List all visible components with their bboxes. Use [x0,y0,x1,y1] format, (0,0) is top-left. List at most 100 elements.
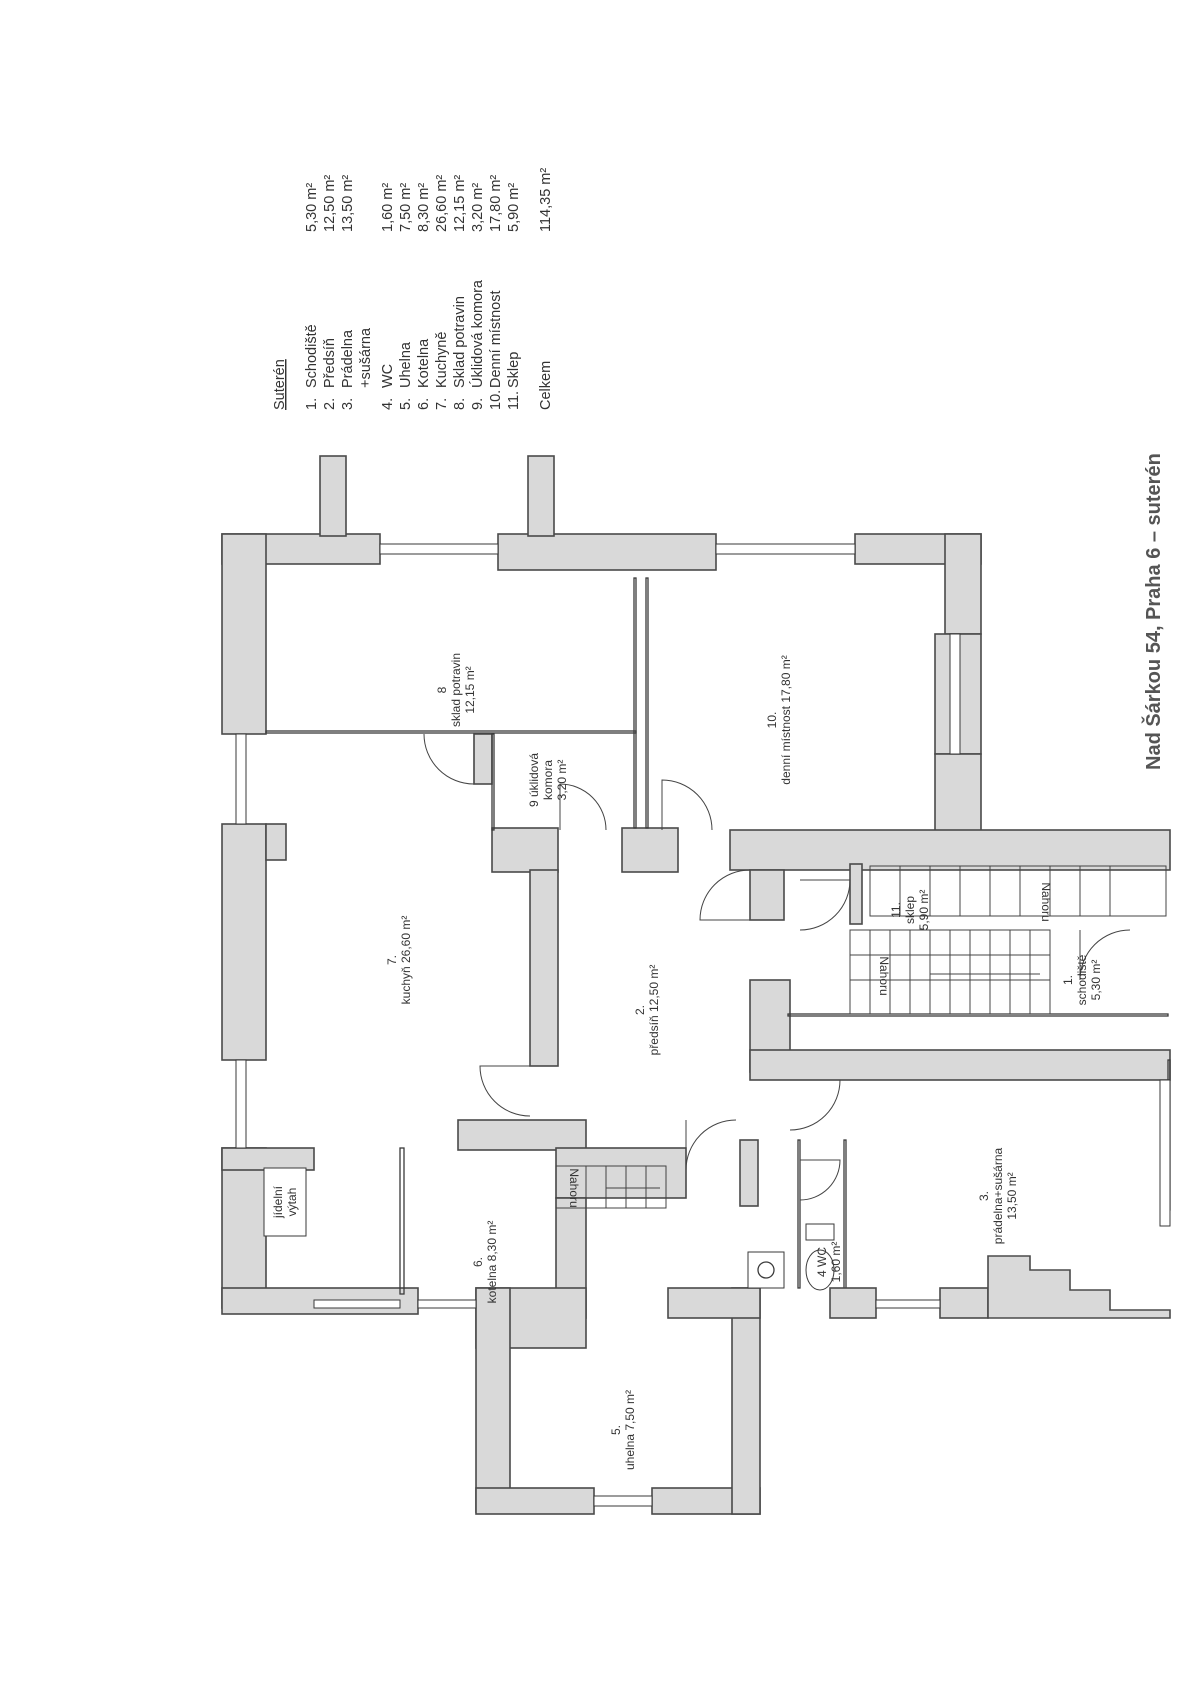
svg-text:2.: 2. [633,1005,647,1015]
svg-text:3.: 3. [977,1191,991,1201]
wall-boiler-left [399,1147,405,1295]
room-9-label: 9 úklidová komora 3,20 m² [527,753,569,807]
wall-uklid-left [491,733,495,831]
wall-kitchen-right [529,869,559,1067]
plan-title: Nad Šárkou 54, Praha 6 – suterén [1141,453,1165,770]
legend-heading: Suterén [272,359,288,410]
wall-wc-3 [843,1139,847,1291]
walls [221,455,1171,1515]
wall-right-2 [934,753,982,835]
wall-coal-bottom-1 [475,1487,595,1515]
legend-no: 2. [322,398,338,410]
wall-laundry-top [749,1049,1171,1081]
legend-name: Předsíň [322,338,338,388]
legend-name: Kuchyně [434,332,450,388]
door-uklid [559,783,607,831]
wall-pillar-2 [491,827,559,873]
window-2 [715,543,856,555]
legend-name: Úklidová komora [469,279,486,388]
legend-area: 5,90 m² [506,183,522,232]
wall-stub-1 [319,455,347,537]
wall-left-3 [221,1147,267,1309]
svg-text:sklep: sklep [903,896,917,924]
room-4-label: 4 WC 1,60 m² [815,1242,843,1283]
svg-text:5,90 m²: 5,90 m² [917,890,931,931]
room-8-label: 8 sklad potravin 12,15 m² [435,653,477,727]
legend-name: Uhelna [398,341,414,388]
wall-left-1 [221,533,267,735]
door-hall [699,869,751,921]
svg-text:12,15 m²: 12,15 m² [463,666,477,713]
stair-boiler [555,1165,667,1209]
stairs [555,865,1167,1209]
wall-wc-1 [739,1139,759,1207]
legend-name: Kotelna [416,338,432,388]
svg-text:13,50 m²: 13,50 m² [1005,1172,1019,1219]
legend-total-area: 114,35 m² [538,168,554,232]
windows [235,543,1171,1507]
stair-up-label: Nahoru [1039,882,1053,921]
legend-no: 5. [398,398,414,410]
wall-pillar-3 [621,827,679,873]
wall-coal-top-right [667,1287,761,1319]
svg-text:komora: komora [541,760,555,800]
svg-text:schodiště: schodiště [1075,954,1089,1005]
legend-area: 17,80 m² [488,175,504,232]
legend-no: 6. [416,398,432,410]
svg-text:sklad potravin: sklad potravin [449,653,463,727]
door-denni [661,779,713,831]
wall-coal-left [475,1287,511,1513]
legend-total-label: Celkem [538,361,554,410]
stair-run-upper [869,865,1167,917]
svg-text:4 WC: 4 WC [815,1247,829,1277]
wall-laundry-step [987,1255,1171,1319]
svg-text:předsíň 12,50 m²: předsíň 12,50 m² [647,965,661,1056]
doors [423,733,1131,1201]
legend-name: Sklad potravin [452,296,468,388]
toilet-tank [805,1223,835,1241]
legend-no: 4. [380,398,396,410]
room-11-label: 11. sklep 5,90 m² [889,890,931,931]
legend-area: 12,50 m² [322,175,338,232]
legend-area: 7,50 m² [398,183,414,232]
wall-left-2b [265,823,287,861]
dumbwaiter-box [263,1167,307,1237]
wall-kitchen-store [265,730,637,734]
door-cellar [799,879,851,931]
legend-no: 3. [340,398,356,410]
svg-text:kotelna 8,30 m²: kotelna 8,30 m² [485,1221,499,1304]
wall-mid-horizontal [729,829,1171,871]
svg-text:3,20 m²: 3,20 m² [555,760,569,801]
window-3 [949,633,961,755]
room-1-label: 1. schodiště 5,30 m² [1061,954,1103,1005]
washbasin-icon [747,1251,785,1289]
legend-no: 8. [452,398,468,410]
svg-text:8: 8 [435,686,449,693]
svg-text:výtah: výtah [285,1188,299,1217]
legend-area: 8,30 m² [416,183,432,232]
room-10-label: 10. denní místnost 17,80 m² [765,655,793,784]
wall-boiler-top [457,1119,587,1151]
room-6-label: 6. kotelna 8,30 m² [471,1221,499,1304]
sanitary [747,1223,835,1291]
svg-text:1,60 m²: 1,60 m² [829,1242,843,1283]
svg-text:Nahoru: Nahoru [877,956,891,995]
legend-area: 5,30 m² [304,183,320,232]
legend-no: 9. [470,398,486,410]
svg-text:uhelna 7,50 m²: uhelna 7,50 m² [623,1390,637,1470]
svg-text:Nad Šárkou 54, Praha 6 – suter: Nad Šárkou 54, Praha 6 – suterén [1141,453,1165,770]
svg-text:7.: 7. [385,955,399,965]
room-3-label: 3. prádelna+sušárna 13,50 m² [977,1147,1019,1244]
svg-text:9 úklidová: 9 úklidová [527,753,541,807]
legend-name: Schodiště [304,324,320,388]
legend-area: 26,60 m² [434,175,450,232]
wall-laundry-bottom-2 [939,1287,989,1319]
svg-text:denní místnost 17,80 m²: denní místnost 17,80 m² [779,655,793,784]
wall-left-2 [221,823,267,1061]
wall-wc-2 [797,1139,801,1289]
legend-no: 1. [304,398,320,410]
stair-up-label: Nahoru [567,1168,581,1207]
legend-area: 3,20 m² [470,183,486,232]
door-boiler [685,1119,737,1171]
